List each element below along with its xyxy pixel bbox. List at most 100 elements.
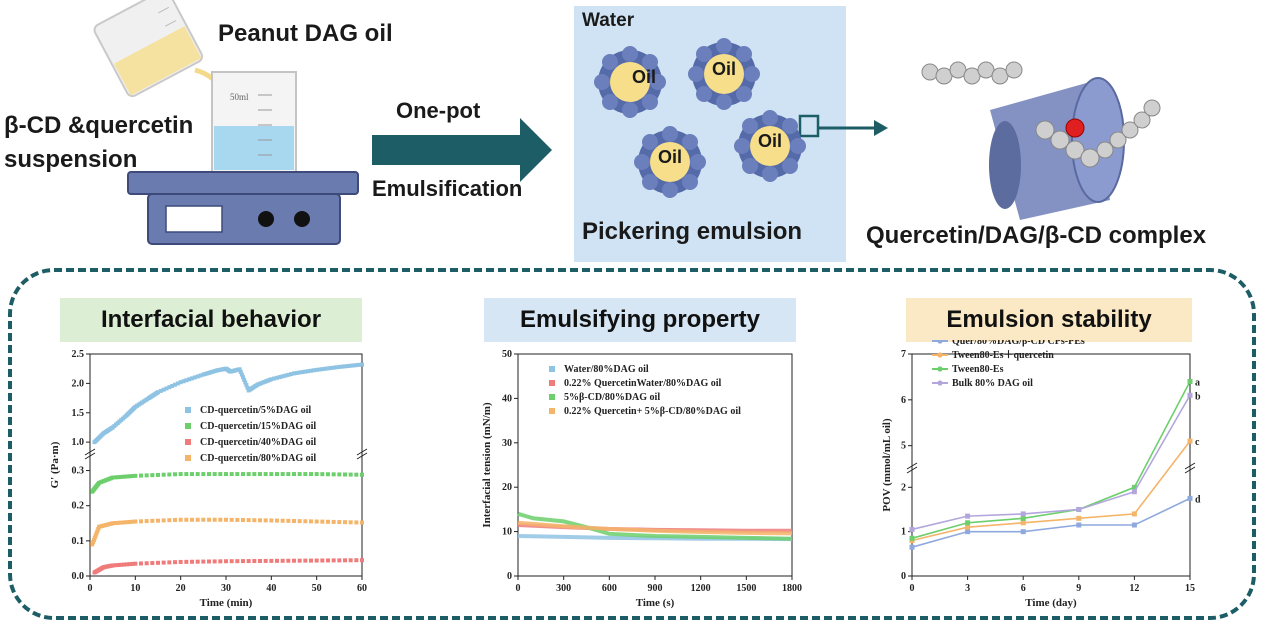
gprime-chart-point: [246, 472, 251, 477]
gprime-chart-point: [161, 560, 166, 565]
gprime-chart-point: [130, 519, 135, 524]
pov-chart-point: [1020, 529, 1026, 535]
pov-chart-y-tick-label: 6: [901, 395, 906, 406]
gprime-chart-point: [150, 473, 155, 478]
gprime-chart-point: [242, 377, 247, 382]
gprime-chart-point: [269, 377, 274, 382]
gprime-chart-point: [246, 518, 251, 523]
gprime-chart-point: [294, 370, 299, 375]
panel-title-interfacial: Interfacial behavior: [60, 298, 362, 342]
gprime-chart-axis-break: [84, 448, 96, 456]
gprime-chart-point: [229, 517, 234, 522]
pov-chart-point: [1187, 495, 1193, 501]
gprime-chart-x-tick-label: 40: [266, 583, 276, 594]
gprime-chart-point: [348, 363, 353, 368]
gprime-chart-point: [309, 472, 313, 477]
gprime-chart-point: [184, 472, 189, 477]
gprime-chart-y-tick-label: 2.5: [72, 349, 85, 360]
gprime-chart-x-tick-label: 60: [357, 583, 367, 594]
gprime-chart-point: [241, 559, 245, 564]
gprime-chart-point: [198, 373, 203, 378]
pov-chart-significance-letter: b: [1195, 391, 1201, 402]
gprime-chart-point: [218, 472, 223, 477]
gprime-chart-point: [345, 364, 350, 369]
gprime-chart-point: [116, 520, 121, 525]
gprime-chart-point: [167, 385, 172, 390]
gprime-chart-point: [343, 472, 347, 477]
pov-chart-point: [1076, 515, 1082, 521]
gprime-chart-axis-break: [356, 452, 368, 460]
oil-label: Oil: [757, 131, 782, 151]
gprime-chart-point: [167, 518, 172, 523]
pov-chart-point: [1187, 438, 1193, 444]
gprime-chart-point: [110, 521, 115, 526]
dag-chain-icon: [921, 61, 1161, 168]
tension-chart-y-tick-label: 40: [502, 393, 512, 404]
beaker-volume-label: 50ml: [230, 92, 249, 102]
pov-chart-point: [1187, 392, 1193, 398]
gprime-chart-point: [343, 558, 347, 563]
gprime-chart-point: [286, 372, 291, 377]
gprime-chart-point: [334, 365, 339, 370]
gprime-chart-point: [229, 559, 234, 564]
tension-chart-x-tick-label: 1200: [691, 583, 711, 594]
gprime-chart-point: [239, 372, 244, 377]
gprime-chart-point: [263, 518, 268, 523]
gprime-chart-point: [150, 518, 155, 523]
gprime-chart-point: [133, 473, 138, 478]
gprime-chart-point: [269, 558, 274, 563]
gprime-chart-point: [201, 559, 206, 564]
gprime-chart-point: [178, 472, 183, 477]
gprime-chart-legend-label: CD-quercetin/40%DAG oil: [200, 437, 316, 448]
gprime-chart-point: [246, 559, 251, 564]
gprime-chart-point: [314, 472, 319, 477]
gprime-chart-point: [95, 529, 100, 534]
gprime-chart-point: [175, 381, 180, 386]
gprime-chart-x-tick-label: 0: [88, 583, 93, 594]
pov-chart-legend-marker: [937, 352, 943, 358]
gprime-chart-point: [130, 474, 135, 479]
pov-chart-series-line: [911, 440, 1191, 542]
gprime-chart-point: [326, 558, 330, 563]
gprime-chart-point: [331, 519, 336, 524]
gprime-chart-point: [275, 518, 279, 523]
gprime-chart-legend-marker: [185, 423, 191, 429]
pov-chart-series-line: [911, 497, 1191, 548]
gprime-chart-point: [122, 520, 126, 525]
gprime-chart-point: [320, 367, 325, 372]
tension-chart-y-tick-label: 0: [507, 571, 512, 582]
gprime-chart-point: [303, 558, 308, 563]
gprime-chart-point: [337, 558, 342, 563]
suspension-label-line1: β-CD &quercetin: [4, 112, 194, 139]
gprime-chart-point: [167, 560, 172, 565]
pov-chart-legend-marker: [937, 366, 943, 372]
tension-chart-series-line: [517, 511, 793, 541]
panel-title-stability: Emulsion stability: [906, 298, 1192, 342]
tension-chart-y-tick-label: 10: [502, 527, 512, 538]
pov-chart-x-tick-label: 6: [1021, 583, 1026, 594]
tension-chart-y-axis-label: Interfacial tension (mN/m): [481, 402, 493, 528]
pov-chart-point: [909, 526, 915, 532]
gprime-chart-point: [280, 374, 285, 379]
panel-title-emulsifying: Emulsifying property: [484, 298, 796, 342]
pov-chart-point: [965, 513, 971, 519]
gprime-chart-point: [190, 559, 194, 564]
gprime-chart-point: [122, 562, 126, 567]
gprime-chart-point: [286, 558, 291, 563]
gprime-chart-point: [161, 472, 166, 477]
pov-chart-legend-label: Bulk 80% DAG oil: [952, 378, 1033, 389]
gprime-chart-point: [173, 472, 177, 477]
gprime-chart-point: [340, 364, 345, 369]
gprime-chart-point: [156, 560, 160, 565]
gprime-chart-point: [195, 559, 200, 564]
gprime-chart-point: [297, 519, 302, 524]
gprime-chart-point: [263, 472, 268, 477]
gprime-chart-y-tick-label: 0.2: [72, 501, 85, 512]
gprime-chart-point: [178, 517, 183, 522]
pov-chart-point: [1020, 511, 1026, 517]
gprime-chart-point: [258, 518, 262, 523]
gprime-chart-point: [119, 520, 124, 525]
gprime-chart-point: [144, 519, 149, 524]
gprime-chart-y-axis-label: G' (Pa·m): [49, 441, 61, 488]
gprime-chart-point: [164, 386, 169, 391]
